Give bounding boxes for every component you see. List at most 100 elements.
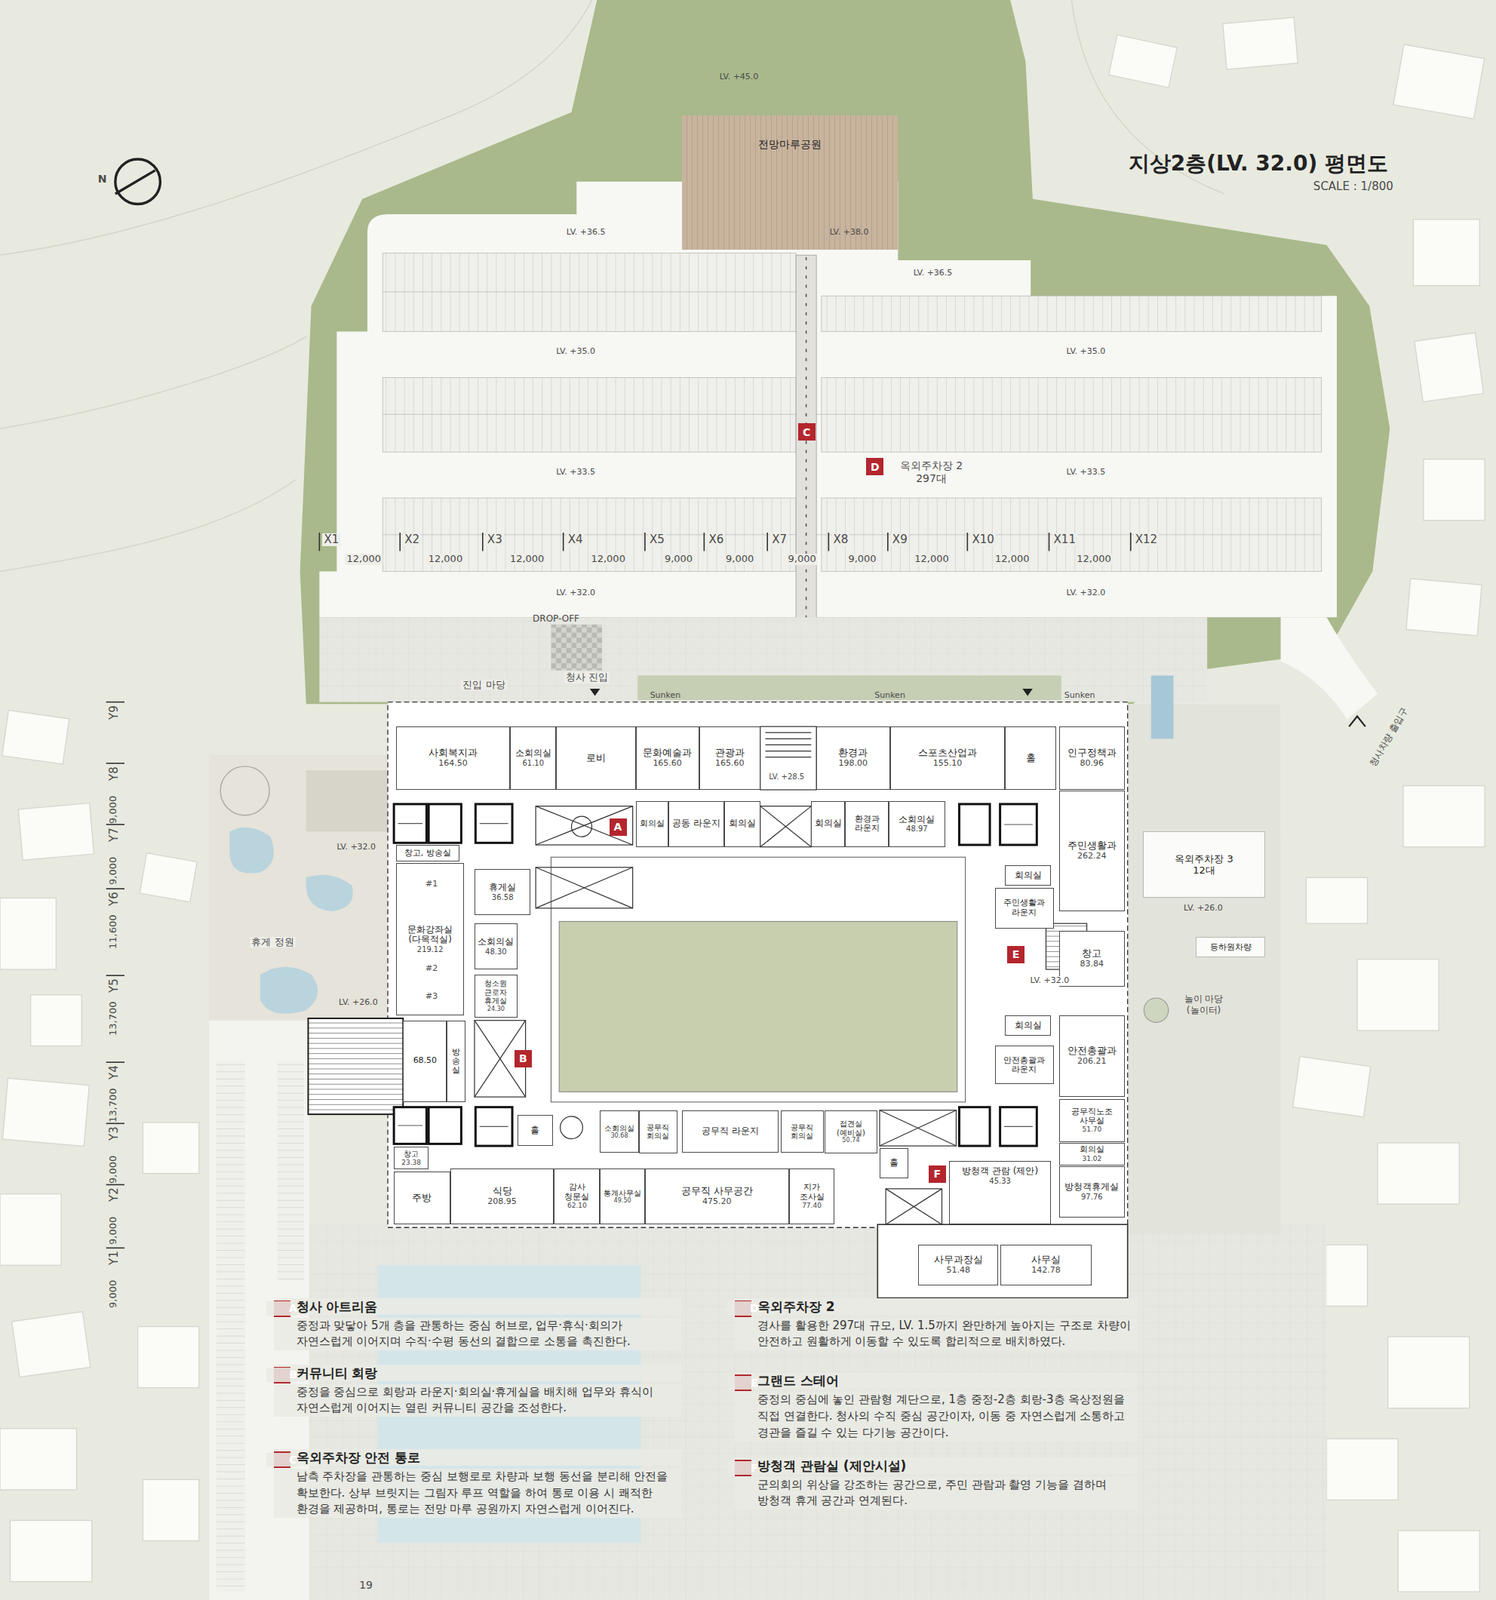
plan-label: X4 (566, 533, 585, 547)
plan-label: X10 (970, 533, 996, 547)
tree-canopy (220, 766, 270, 816)
room-name: 회의실 (814, 818, 842, 830)
note-block: 옥외주차장 안전 통로남측 주차장을 관통하는 중심 보행로로 차량과 보행 동… (273, 1449, 682, 1518)
plan-label: 9,000 (724, 553, 756, 565)
room-name: 공무직 회의실 (783, 1123, 822, 1141)
room-name: 홀 (1026, 752, 1036, 765)
house (0, 897, 56, 970)
callout-badge: E (734, 1374, 752, 1392)
plan-label: SCALE : 1/800 (1313, 180, 1394, 194)
void-cross (535, 806, 633, 845)
parking-zone: 등하원차량 (1195, 936, 1266, 958)
core (428, 804, 461, 843)
zone-name: 등하원차량 (1210, 942, 1252, 953)
room-area: 31.02 (1081, 1155, 1102, 1163)
note-heading: 청사 아트리움 (273, 1298, 682, 1315)
room-area: 80.96 (1080, 758, 1105, 769)
plan-label: N (98, 173, 108, 185)
room-area: 164.50 (438, 758, 468, 769)
room-box: 공무직 라운지 (681, 1110, 780, 1154)
plan-label: LV. +45.0 (719, 72, 759, 82)
room-name: 통계사무실 (603, 1188, 642, 1198)
room-area: 77.40 (801, 1201, 822, 1210)
core-detail (398, 823, 423, 824)
room-area: 23.38 (401, 1158, 421, 1167)
room-box: 사무실142.78 (1000, 1244, 1093, 1286)
room-box: 소회의실61.10 (509, 726, 557, 790)
callout-badge: D (866, 457, 884, 476)
room-area: 50.74 (841, 1136, 860, 1144)
plan-label: 청사 진입 (564, 672, 610, 683)
room-name: 인구정책과 (1067, 747, 1117, 759)
room-area: 142.78 (1031, 1265, 1061, 1276)
room-box: 소회의실30.68 (599, 1110, 639, 1154)
room-name: 환경과 라운지 (847, 814, 887, 834)
room-box: 문화예술과165.60 (635, 726, 700, 790)
void-cross (535, 867, 633, 909)
access-road (1280, 617, 1379, 719)
core (959, 1107, 991, 1146)
side-garden (1127, 703, 1281, 1235)
room-name: 사무과장실 (933, 1254, 983, 1266)
plan-label: 12,000 (993, 553, 1032, 565)
note-block: 옥외주차장 2경사를 활용한 297대 규모, LV. 1.5까지 완만하게 높… (734, 1298, 1138, 1352)
parking-zone: 옥외주차장 3 12대 (1142, 831, 1266, 898)
plan-title: 지상2층(LV. 32.0) 평면도 (1128, 149, 1389, 179)
callout-letter: B (519, 1053, 528, 1064)
zone-name: 전망마루공원 (758, 138, 822, 152)
room-box: 소회의실48.97 (888, 801, 945, 848)
room-name: 주방 (411, 1192, 432, 1205)
callout-letter: F (933, 1168, 942, 1180)
callout-badge: B (514, 1050, 532, 1068)
room-box: 창고, 방송실 (396, 844, 460, 862)
room-name: 접견실 (예비실) (826, 1119, 876, 1137)
room-box: 통계사무실49.50 (599, 1168, 646, 1225)
house (1393, 44, 1485, 120)
room-name: 주민생활과 (1067, 840, 1117, 852)
callout-badge: E (1007, 946, 1025, 964)
callout-letter: E (1012, 949, 1020, 960)
room-box: 지가 조사실77.40 (789, 1168, 836, 1225)
room-area: 48.97 (906, 824, 928, 834)
room-box: 관광과165.60 (699, 726, 761, 790)
parking-stalls (382, 377, 796, 452)
stall-divider (382, 291, 796, 292)
room-box: 방청객휴게실97.76 (1059, 1166, 1125, 1218)
room-name: 공무직 사무공간 (681, 1185, 753, 1198)
room-area: 155.10 (933, 758, 963, 769)
green-hill (300, 0, 1391, 704)
plan-label: Y8 (107, 766, 121, 781)
room-area: 262.24 (1077, 851, 1107, 862)
callout-letter: D (870, 461, 880, 473)
house (10, 1520, 93, 1582)
room-area: 165.60 (715, 758, 745, 769)
grid-tick (106, 1247, 125, 1250)
room-name: 회의실 (1079, 1145, 1105, 1156)
plan-label: X8 (831, 533, 850, 547)
core (475, 1107, 513, 1146)
spiral-stair (571, 816, 592, 837)
note-heading: 커뮤니티 회랑 (273, 1364, 682, 1382)
north-arrow (115, 159, 161, 205)
room-name: 로비 (586, 752, 606, 765)
room-area: 24.30 (487, 1005, 505, 1013)
room-name: 회의실 (728, 818, 756, 830)
room-box: 안전총괄과 라운지 (995, 1045, 1054, 1085)
room-area: 51.70 (1081, 1125, 1102, 1134)
house (1413, 219, 1480, 286)
core (1000, 804, 1038, 845)
note-body: 중정의 중심에 놓인 관람형 계단으로, 1층 중정-2층 회랑-3층 옥상정원… (734, 1391, 1138, 1441)
callout-letter: F (728, 1461, 759, 1475)
ev-stalls (277, 1061, 305, 1281)
callout-letter: A (614, 821, 623, 833)
callout-badge: A (273, 1300, 291, 1318)
room-box: 방송실 (446, 1020, 465, 1103)
room-name: 회의실 (1014, 870, 1042, 882)
ev-stalls (216, 1061, 246, 1592)
plan-label: Y5 (107, 978, 121, 993)
room-box: 공무직 사무공간475.20 (645, 1168, 790, 1225)
room-name: 공동 라운지 (672, 818, 721, 830)
parking-stalls (821, 295, 1322, 332)
house (1357, 959, 1439, 1032)
